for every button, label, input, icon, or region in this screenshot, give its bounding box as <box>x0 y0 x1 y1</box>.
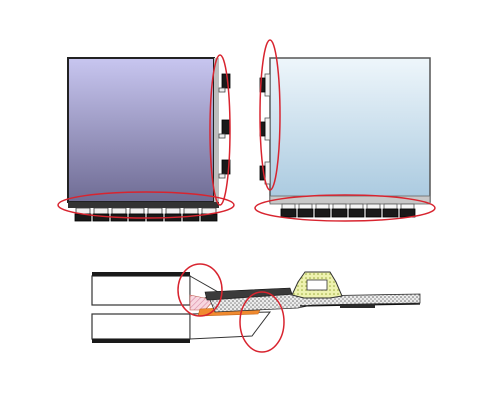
right-side-tab-dark <box>259 77 266 93</box>
upper-seal-highlight <box>177 263 223 317</box>
right-bottom-tab-dark <box>365 208 382 218</box>
lower-contact-strip <box>340 304 375 308</box>
right-panel-face <box>269 57 431 203</box>
right-bottom-tab-light <box>315 203 330 210</box>
left-bottom-tab <box>129 207 145 215</box>
right-bottom-tab-dark <box>297 208 314 218</box>
connector-slot <box>306 279 328 291</box>
right-bottom-tab-light <box>383 203 398 210</box>
right-panel <box>254 39 436 222</box>
right-bottom-tab-light <box>349 203 364 210</box>
right-bottom-tab-dark <box>382 208 399 218</box>
left-panel-face <box>67 57 215 203</box>
right-left-tabs <box>259 73 271 185</box>
right-side-highlight-ellipse <box>259 39 281 191</box>
right-bottom-tab-dark <box>314 208 331 218</box>
left-side-tab <box>221 119 231 135</box>
lower-glass-plate <box>91 313 191 340</box>
right-side-tab-light <box>264 73 271 97</box>
right-bottom-tab-light <box>298 203 313 210</box>
left-panel <box>57 54 235 222</box>
right-bottom-tab-dark <box>331 208 348 218</box>
left-side-tab-lead <box>218 173 226 179</box>
right-bottom-highlight-ellipse <box>254 194 436 222</box>
upper-glass-plate <box>91 275 191 306</box>
right-bottom-tab-light <box>332 203 347 210</box>
cross-section <box>91 263 421 353</box>
lower-glass-bottom-film <box>92 339 190 343</box>
right-bottom-tab-light <box>366 203 381 210</box>
left-bottom-highlight-ellipse <box>57 191 235 219</box>
left-side-tab <box>221 159 231 175</box>
left-bottom-tab <box>165 207 181 215</box>
left-bottom-tab <box>111 207 127 215</box>
right-bottom-tab-dark <box>280 208 297 218</box>
left-side-tab-lead <box>218 87 226 93</box>
right-bottom-tabs <box>280 203 416 218</box>
left-bottom-tabs <box>74 207 218 222</box>
left-panel-bottom-edge <box>68 202 219 208</box>
right-bottom-tab-light <box>281 203 296 210</box>
left-bottom-tab <box>183 207 199 215</box>
upper-glass-top-film <box>92 272 190 276</box>
left-side-highlight-ellipse <box>209 54 231 206</box>
left-bottom-tab <box>147 207 163 215</box>
right-bottom-tab-dark <box>348 208 365 218</box>
left-side-tab-lead <box>218 133 226 139</box>
right-bottom-tab-dark <box>399 208 416 218</box>
lower-seal-highlight <box>239 291 285 353</box>
right-bottom-tab-light <box>400 203 415 210</box>
right-side-tab-light <box>264 117 271 141</box>
left-panel-edge <box>214 58 219 206</box>
left-bottom-tab <box>93 207 109 215</box>
